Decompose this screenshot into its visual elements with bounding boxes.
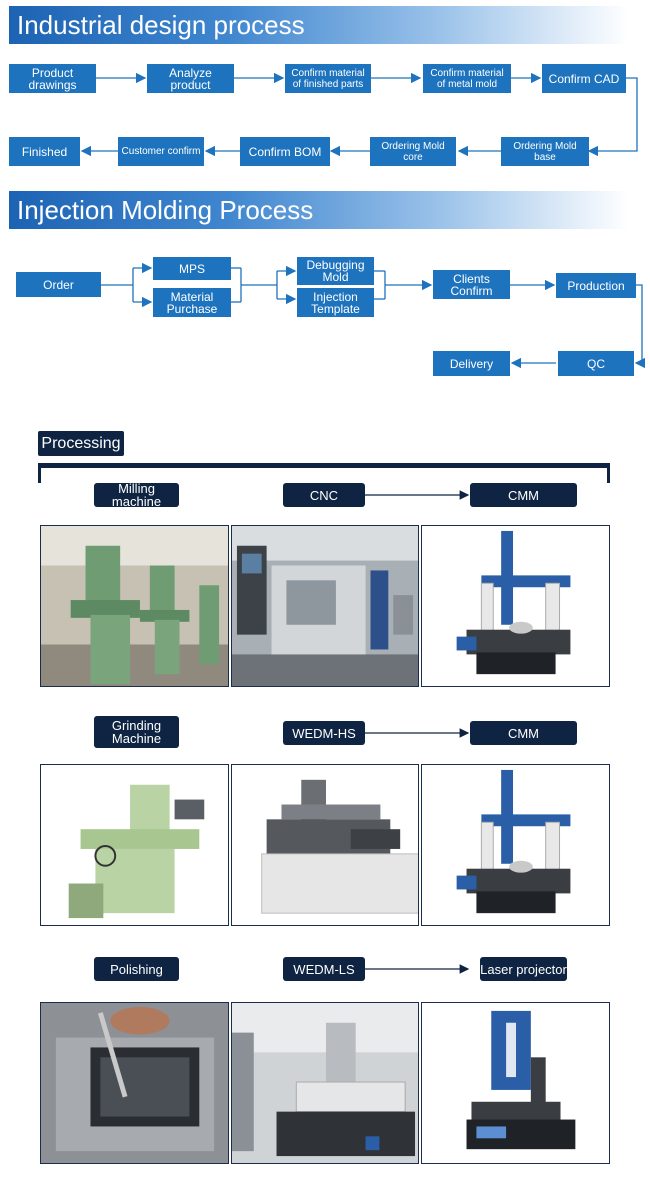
processing-header-bar-left <box>38 463 41 483</box>
processing-header-bar-right <box>607 463 610 483</box>
step-delivery: Delivery <box>433 351 510 376</box>
step-material-purchase: Material Purchase <box>153 288 231 317</box>
processing-header-bar <box>38 463 610 468</box>
step-ordering-mold-core: Ordering Mold core <box>370 137 456 166</box>
step-confirm-material-finished-parts: Confirm material of finished parts <box>285 64 371 93</box>
step-analyze-product: Analyze product <box>147 64 234 93</box>
step-qc: QC <box>558 351 634 376</box>
label-wedm-hs: WEDM-HS <box>283 721 365 745</box>
step-confirm-bom: Confirm BOM <box>240 137 330 166</box>
milling-machine-photo <box>40 525 229 687</box>
label-cmm-2: CMM <box>470 721 577 745</box>
label-milling-machine: Milling machine <box>94 482 179 508</box>
grinding-machine-photo <box>40 764 229 926</box>
label-cmm-1: CMM <box>470 483 577 507</box>
step-confirm-material-metal-mold: Confirm material of metal mold <box>423 64 511 93</box>
label-polishing: Polishing <box>94 957 179 981</box>
wedm-hs-photo <box>231 764 419 926</box>
injection-flow-arrows <box>101 262 646 369</box>
injection-molding-banner: Injection Molding Process <box>9 191 629 229</box>
wedm-ls-photo <box>231 1002 419 1164</box>
label-grinding-machine: Grinding Machine <box>94 716 179 748</box>
step-mps: MPS <box>153 257 231 280</box>
label-laser-projector: Laser projector <box>480 957 567 981</box>
industrial-design-title: Industrial design process <box>17 10 305 40</box>
step-customer-confirm: Customer confirm <box>118 137 204 166</box>
step-order: Order <box>16 272 101 297</box>
industrial-design-banner: Industrial design process <box>9 6 629 44</box>
cmm-photo-2 <box>421 764 610 926</box>
industrial-flow-arrows <box>80 72 638 157</box>
label-cnc: CNC <box>283 483 365 507</box>
step-injection-template: Injection Template <box>297 288 374 317</box>
laser-projector-photo <box>421 1002 610 1164</box>
step-finished: Finished <box>9 137 80 166</box>
step-clients-confirm: Clients Confirm <box>433 270 510 299</box>
cmm-photo-1 <box>421 525 610 687</box>
polishing-photo <box>40 1002 229 1164</box>
step-confirm-cad: Confirm CAD <box>542 64 626 93</box>
label-wedm-ls: WEDM-LS <box>283 957 365 981</box>
processing-title: Processing <box>38 431 124 456</box>
step-ordering-mold-base: Ordering Mold base <box>501 137 589 166</box>
cnc-machine-photo <box>231 525 419 687</box>
injection-molding-title: Injection Molding Process <box>17 195 314 225</box>
step-debugging-mold: Debugging Mold <box>297 257 374 285</box>
step-production: Production <box>556 273 636 298</box>
step-product-drawings: Product drawings <box>9 64 96 93</box>
